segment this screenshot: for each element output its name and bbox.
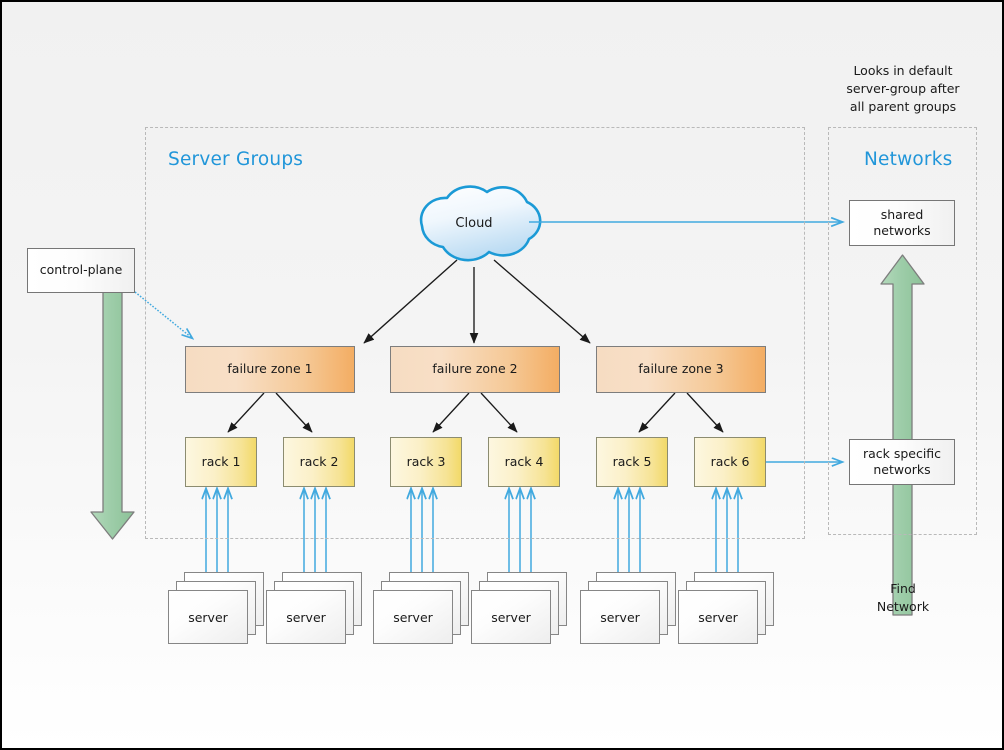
node-rack-4[interactable]: rack 4 <box>488 437 560 487</box>
server-card-front[interactable]: server <box>471 590 551 644</box>
server-card-front[interactable]: server <box>580 590 660 644</box>
node-rack-6[interactable]: rack 6 <box>694 437 766 487</box>
server-stack-6[interactable]: server <box>678 572 774 644</box>
cloud-label[interactable]: Cloud <box>455 216 493 231</box>
node-rack-specific-networks[interactable]: rack specific networks <box>849 439 955 485</box>
node-failure-zone-2[interactable]: failure zone 2 <box>390 346 560 393</box>
node-rack-1[interactable]: rack 1 <box>185 437 257 487</box>
lookup-note: Looks in default server-group after all … <box>846 63 960 114</box>
server-card-front[interactable]: server <box>168 590 248 644</box>
server-stack-1[interactable]: server <box>168 572 264 644</box>
green-up-arrow <box>880 254 925 616</box>
server-stack-4[interactable]: server <box>471 572 567 644</box>
server-groups-title: Server Groups <box>168 149 304 170</box>
node-failure-zone-1[interactable]: failure zone 1 <box>185 346 355 393</box>
cloud-to-failure-zone-arrows <box>363 259 591 344</box>
cloud-shape <box>419 185 542 262</box>
networks-container <box>828 127 977 535</box>
node-failure-zone-3[interactable]: failure zone 3 <box>596 346 766 393</box>
server-stack-5[interactable]: server <box>580 572 676 644</box>
node-rack-2[interactable]: rack 2 <box>283 437 355 487</box>
node-rack-3[interactable]: rack 3 <box>390 437 462 487</box>
server-card-front[interactable]: server <box>373 590 453 644</box>
server-card-front[interactable]: server <box>678 590 758 644</box>
node-shared-networks[interactable]: shared networks <box>849 200 955 246</box>
control-plane-to-failure-zone-link <box>134 291 192 338</box>
server-groups-container <box>145 127 805 539</box>
node-rack-5[interactable]: rack 5 <box>596 437 668 487</box>
server-stack-2[interactable]: server <box>266 572 362 644</box>
networks-title: Networks <box>864 149 953 170</box>
node-control-plane[interactable]: control-plane <box>27 248 135 293</box>
server-stack-3[interactable]: server <box>373 572 469 644</box>
failure-zone-to-rack-arrows <box>227 392 724 433</box>
find-network-label: Find Network <box>876 581 930 614</box>
green-down-arrow <box>90 284 135 540</box>
server-card-front[interactable]: server <box>266 590 346 644</box>
